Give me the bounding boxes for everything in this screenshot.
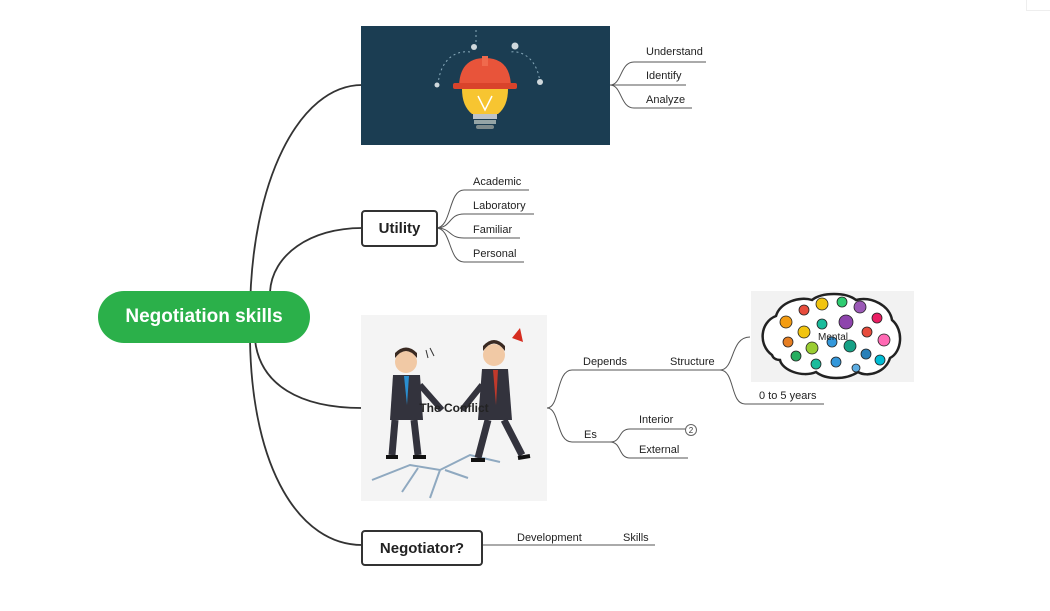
count-badge[interactable]: 2 xyxy=(685,424,697,436)
main-connectors xyxy=(249,84,363,546)
conflict-image-text: The Conflict xyxy=(419,401,488,415)
topic-understand[interactable]: Understand xyxy=(646,46,703,58)
root-label: Negotiation skills xyxy=(125,306,283,327)
topic-development[interactable]: Development xyxy=(517,532,582,544)
utility-node[interactable]: Utility xyxy=(361,210,438,247)
svg-text:2: 2 xyxy=(689,426,694,435)
topic-laboratory[interactable]: Laboratory xyxy=(473,200,526,212)
sub-connectors xyxy=(435,61,824,546)
topic-interior[interactable]: Interior xyxy=(639,414,674,426)
brain-image-text: Mental xyxy=(818,332,848,343)
topic-academic[interactable]: Academic xyxy=(473,176,522,188)
connector-utility xyxy=(269,227,363,293)
topic-skills[interactable]: Skills xyxy=(623,532,649,544)
topic-years[interactable]: 0 to 5 years xyxy=(759,390,817,402)
topic-personal[interactable]: Personal xyxy=(473,248,517,260)
topic-es[interactable]: Es xyxy=(584,429,597,441)
topic-depends[interactable]: Depends xyxy=(583,356,628,368)
connector-negotiator xyxy=(249,339,363,546)
utility-label: Utility xyxy=(378,220,421,237)
window-corner xyxy=(1026,0,1050,11)
lightbulb-hardhat-illustration xyxy=(361,26,610,145)
negotiator-label: Negotiator? xyxy=(379,539,465,557)
topic-analyze[interactable]: Analyze xyxy=(646,94,686,106)
negotiator-node[interactable]: Negotiator? xyxy=(361,530,483,566)
topic-structure[interactable]: Structure xyxy=(670,356,715,368)
connector-image-top xyxy=(249,84,363,318)
business-conflict-illustration: The Conflict xyxy=(361,315,547,501)
connector-conflict xyxy=(254,339,363,409)
topic-familiar[interactable]: Familiar xyxy=(473,224,513,236)
root-node[interactable]: Negotiation skills xyxy=(98,291,310,343)
topic-identify[interactable]: Identify xyxy=(646,70,682,82)
topic-external[interactable]: External xyxy=(639,444,680,456)
colorful-gears-brain: Mental xyxy=(751,291,914,382)
